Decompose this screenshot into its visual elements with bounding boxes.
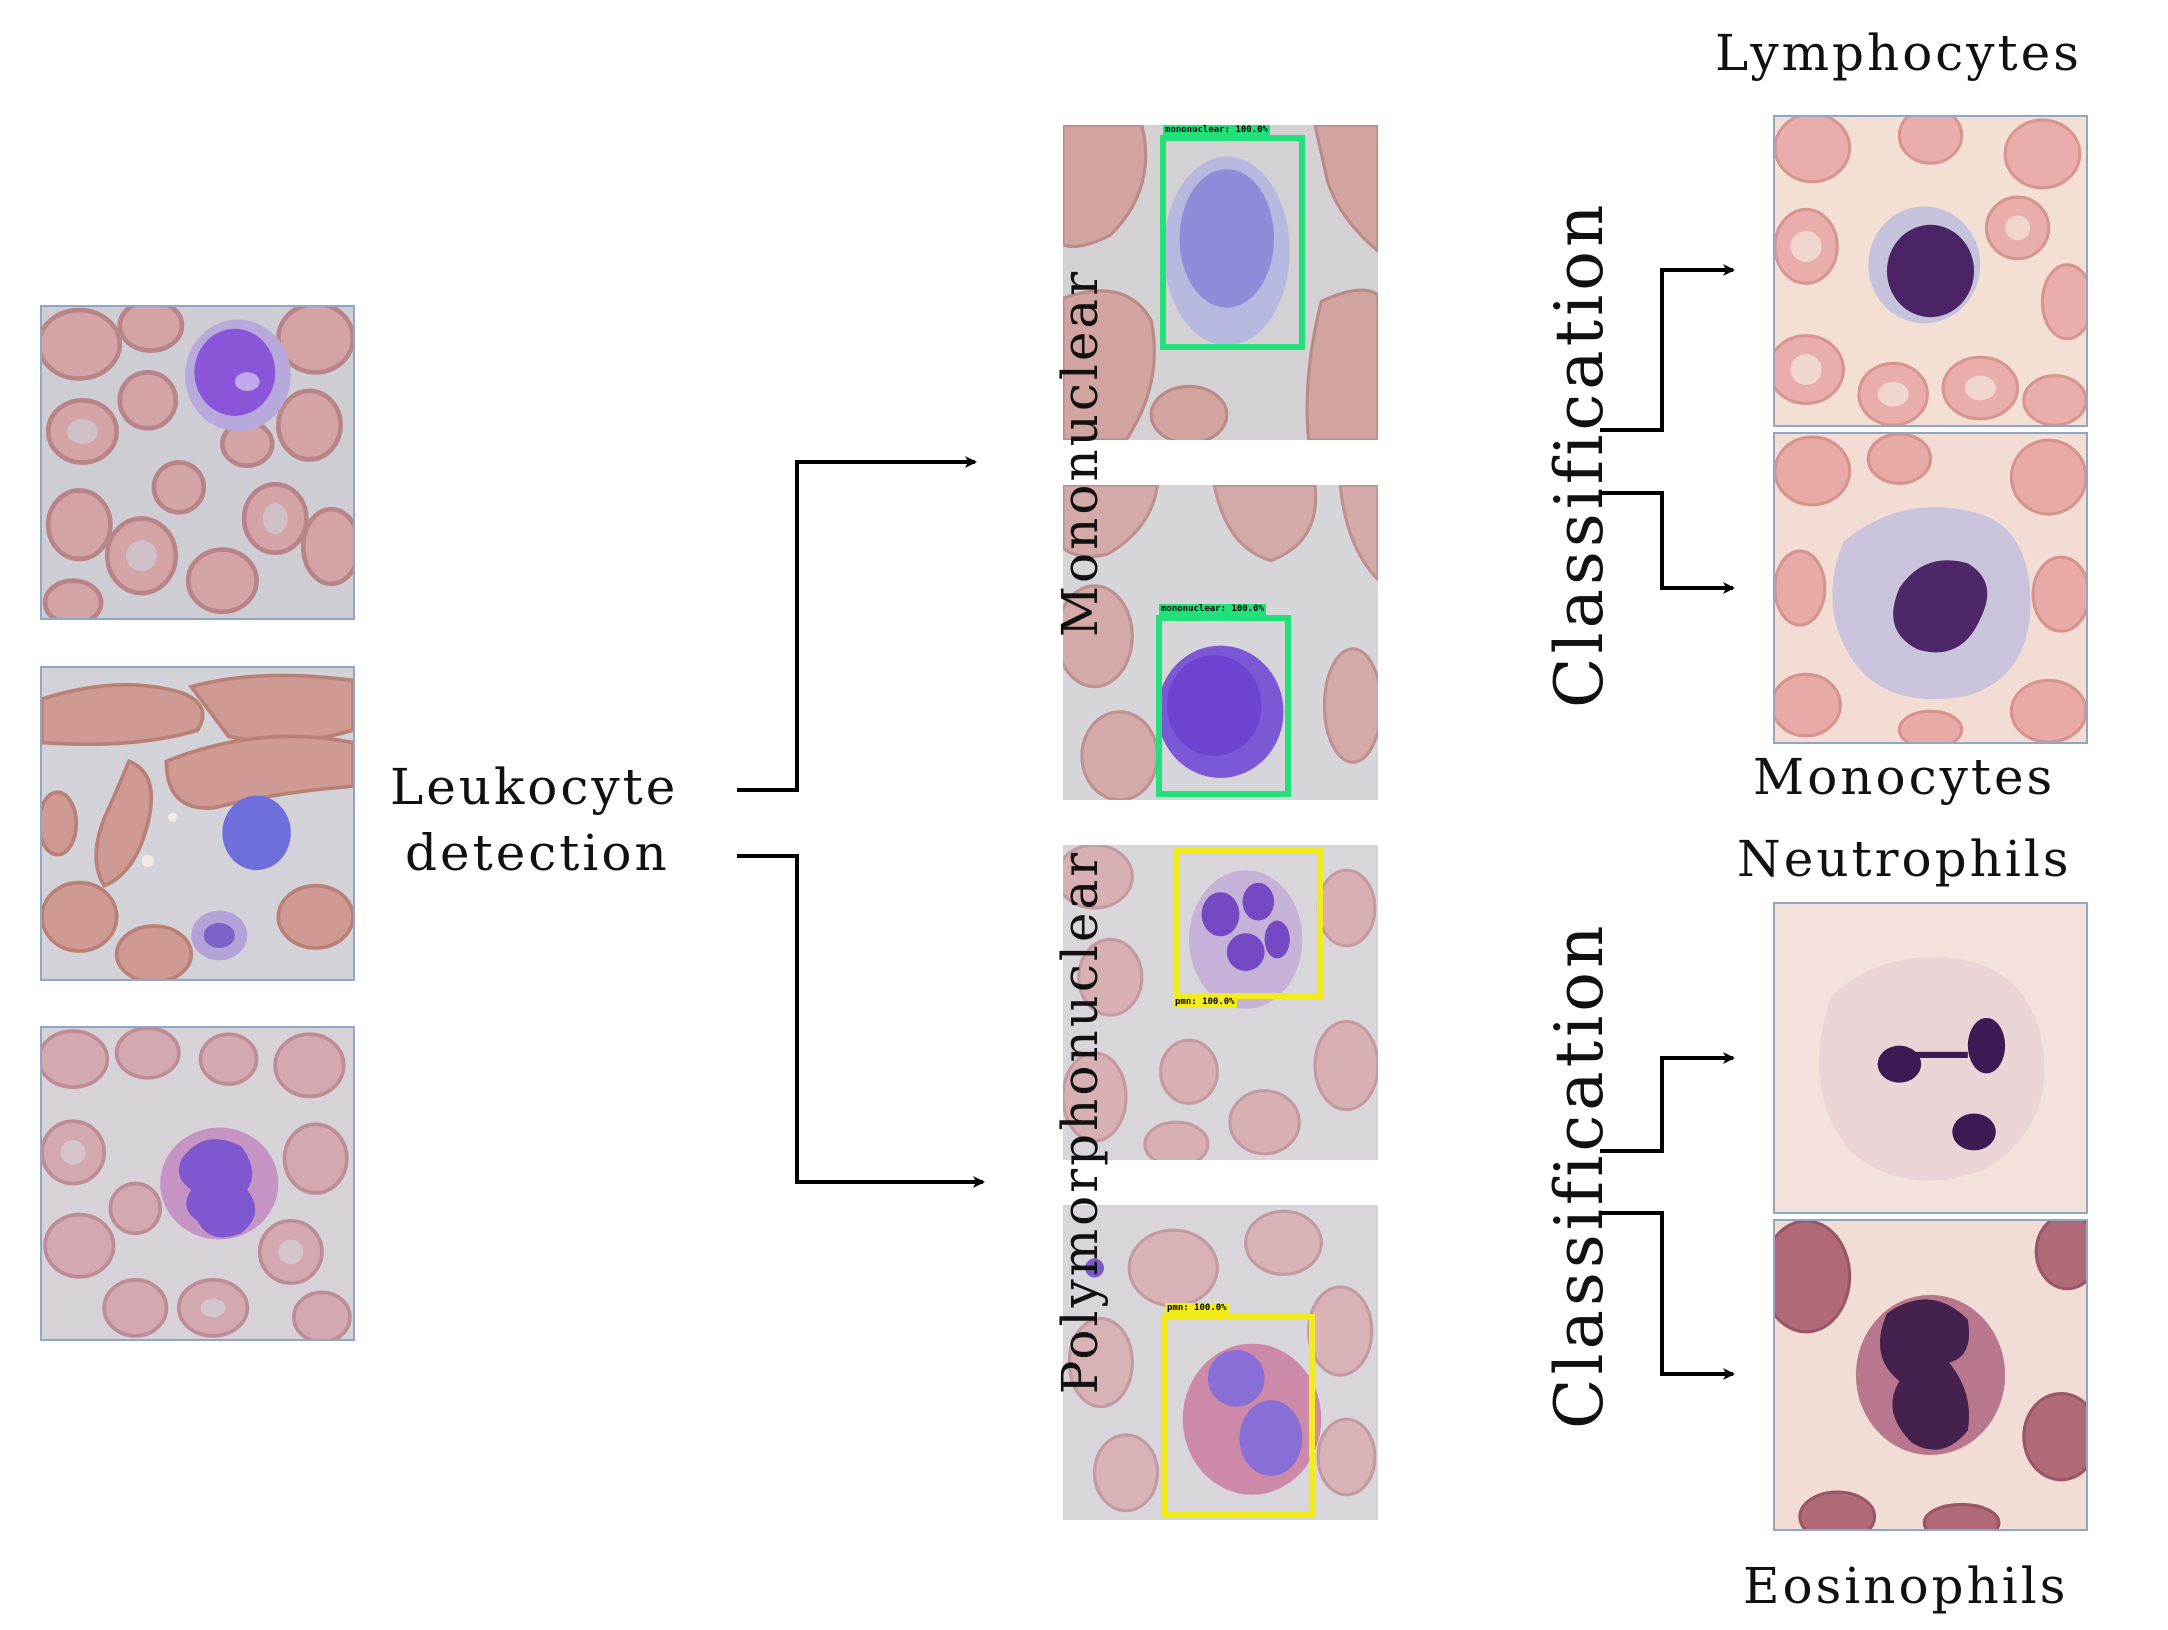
polymorphonuclear-label: Polymorphonuclear [1051,849,1109,1395]
classification-label-top: Classification [1541,200,1618,708]
monocytes-label: Monocytes [1753,748,2056,806]
mononuclear-detection-2: mononuclear: 100.0% [1063,485,1378,800]
leukocyte-detection-label-line2: detection [405,824,670,882]
neutrophils-label: Neutrophils [1737,830,2072,888]
polymorphonuclear-detection-2: pmn: 100.0% [1063,1205,1378,1520]
mononuclear-detection-1: mononuclear: 100.0% [1063,125,1378,440]
arrow-to-neutrophils [1600,1052,1735,1153]
mononuclear-detection-1-box [1160,135,1305,350]
lymphocyte-image [1773,115,2088,427]
eosinophil-image [1773,1219,2088,1531]
monocyte-image [1773,432,2088,744]
lymphocytes-label: Lymphocytes [1715,24,2082,82]
input-image-2 [40,666,355,981]
mononuclear-detection-1-label: mononuclear: 100.0% [1163,125,1270,136]
arrow-to-lymphocytes [1600,264,1735,432]
mononuclear-detection-2-box [1156,615,1291,797]
input-image-1 [40,305,355,620]
polymorphonuclear-detection-2-label: pmn: 100.0% [1165,1303,1229,1314]
mononuclear-detection-2-label: mononuclear: 100.0% [1159,604,1266,615]
polymorphonuclear-detection-1-box [1173,847,1323,999]
arrow-to-polymorphonuclear [737,854,985,1188]
classification-label-bottom: Classification [1541,921,1618,1429]
polymorphonuclear-detection-2-box [1162,1314,1315,1517]
polymorphonuclear-detection-1-label: pmn: 100.0% [1173,997,1237,1008]
leukocyte-detection-label-line1: Leukocyte [390,758,679,816]
polymorphonuclear-detection-1: pmn: 100.0% [1063,845,1378,1160]
input-image-3 [40,1026,355,1341]
mononuclear-label: Mononuclear [1051,268,1109,638]
arrow-to-mononuclear [737,456,977,792]
arrow-to-eosinophils [1600,1211,1735,1380]
neutrophil-image [1773,902,2088,1214]
eosinophils-label: Eosinophils [1743,1557,2069,1615]
arrow-to-monocytes [1600,491,1735,594]
